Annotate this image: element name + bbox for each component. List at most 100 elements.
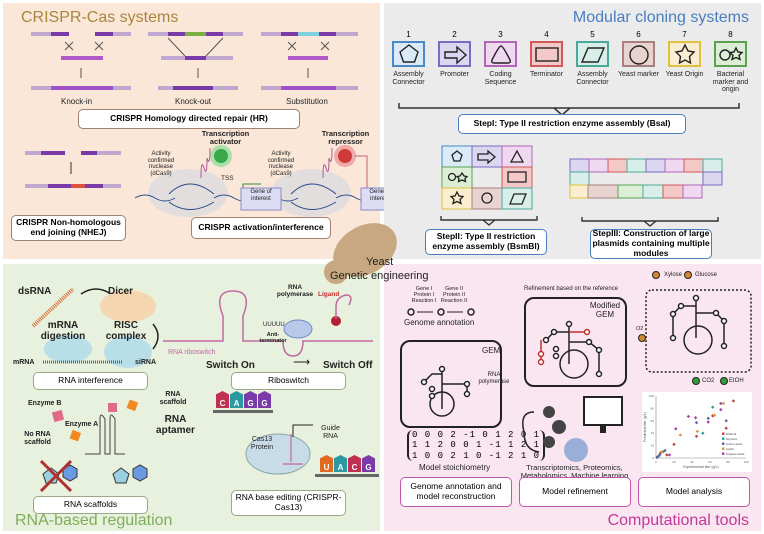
moclo-title: Modular cloning systems (572, 9, 749, 26)
co2-label: CO2 (702, 378, 715, 384)
part-label: Yeast marker (618, 71, 659, 78)
step1-box: StepI: Type II restriction enzyme assemb… (458, 114, 686, 134)
part-number: 5 (590, 30, 595, 39)
legend-marker (722, 432, 725, 435)
data-point (721, 401, 726, 406)
scaffold-diagram (39, 399, 148, 493)
legend-label: Ethanol (726, 432, 737, 436)
legend-marker (722, 452, 725, 455)
part-label: Assembly Connector (392, 71, 425, 86)
data-point (694, 420, 699, 425)
data-point (674, 427, 678, 431)
riboswitch-box: Riboswitch (231, 372, 346, 390)
dsrna-label: dsRNA (18, 286, 52, 297)
mrna-label: mRNA (13, 359, 35, 366)
model-analysis-box: Model analysis (638, 477, 750, 507)
base-A: A (334, 455, 347, 472)
part-arrow-box (438, 41, 471, 67)
data-point (693, 416, 698, 420)
step2-bracket (440, 216, 538, 226)
x-tick-label: 80 (726, 460, 730, 464)
guide-rna-label: Guide RNA (321, 425, 340, 440)
dicer-label: Dicer (108, 286, 134, 297)
crispr-title: CRISPR-Cas systems (21, 9, 179, 26)
y-tick-label: 60 (651, 419, 655, 423)
data-point (695, 429, 700, 434)
plasmid-part (645, 158, 666, 173)
plasmid-part (569, 171, 590, 186)
triangle-icon (490, 45, 511, 64)
data-point (686, 414, 691, 419)
hr-dna-diagram (31, 32, 358, 90)
comp-title: Computational tools (607, 512, 749, 529)
x-tick-label: 60 (708, 460, 712, 464)
omics-label: Transcriptomics, Proteomics, Metabolomic… (520, 463, 629, 481)
base-G: G (244, 391, 257, 408)
plasmid-part (626, 158, 647, 173)
step3-bracket (581, 217, 719, 227)
data-point (663, 448, 667, 453)
riboswitch-diagram (163, 290, 373, 357)
plasmid-part (682, 184, 703, 199)
data-point (665, 453, 669, 457)
switch-on-label: Switch On (206, 360, 255, 371)
data-point (706, 416, 710, 421)
base-G: G (362, 455, 375, 472)
part-number: 4 (544, 30, 549, 39)
data-point (667, 453, 672, 457)
data-point (678, 433, 682, 437)
star-icon (674, 43, 695, 65)
step3-box: StepIII: Construction of large plasmids … (590, 228, 712, 259)
risc-label: RISC complex (105, 320, 147, 342)
etoh-label: EtOH (729, 378, 744, 384)
y-tick-label: 100 (649, 394, 654, 398)
bases-bottom-bar (315, 474, 379, 477)
model-refinement-box: Model refinement (519, 477, 631, 507)
nhej-dna-diagram (25, 151, 121, 188)
part-circle-box (622, 41, 655, 67)
pentagon-icon (398, 44, 419, 63)
switch-off-label: Switch Off (323, 360, 373, 371)
modified-gem-box (524, 297, 627, 387)
nhej-box: CRISPR Non-homologous end joining (NHEJ) (11, 215, 126, 241)
part-label: Bacterial marker and origin (712, 71, 749, 94)
legend-marker (722, 447, 725, 450)
rna-scaffold-label: RNA scaffold (159, 391, 187, 406)
part-circle-star-box (714, 41, 747, 67)
modified-gem-label: Modified GEM (589, 301, 621, 319)
omics-icons (522, 396, 623, 462)
base-A: A (230, 391, 243, 408)
ligand-label: Ligand (318, 291, 340, 298)
plasmid-part (617, 184, 644, 199)
data-point (731, 399, 736, 403)
y-tick-label: 0 (652, 456, 654, 460)
crispr-panel: CRISPR-Cas systems Knock-in Knock-out Su… (3, 3, 402, 259)
sirna-label: siRNA (135, 359, 157, 366)
part-pentagon-box (392, 41, 425, 67)
data-point (694, 434, 699, 438)
part-number: 2 (452, 30, 457, 39)
step2-box: StepII: Type II restriction enzyme assem… (425, 229, 547, 255)
mrna-digestion-label: mRNA digestion (40, 320, 86, 342)
legend-label: Amino acids (726, 442, 743, 446)
base-U: U (320, 455, 333, 472)
rna-aptamer-label: RNA aptamer (156, 414, 195, 436)
yeast-label: Yeast (366, 256, 394, 268)
data-point (701, 431, 705, 435)
part-number: 3 (498, 30, 503, 39)
no-scaffold-label: No RNA scaffold (24, 431, 51, 446)
data-point (672, 442, 676, 447)
circle-star-icon (718, 46, 744, 61)
genetic-engineering-label: Genetic engineering (330, 270, 429, 282)
cas13-protein (245, 424, 313, 475)
rna-panel: dsRNA Dicer mRNA digestion RISC complex … (3, 264, 380, 531)
y-tick-label: 20 (651, 444, 655, 448)
rna-title: RNA-based regulation (15, 512, 173, 529)
gem-box (400, 340, 502, 428)
x-tick-label: 100 (743, 460, 748, 464)
